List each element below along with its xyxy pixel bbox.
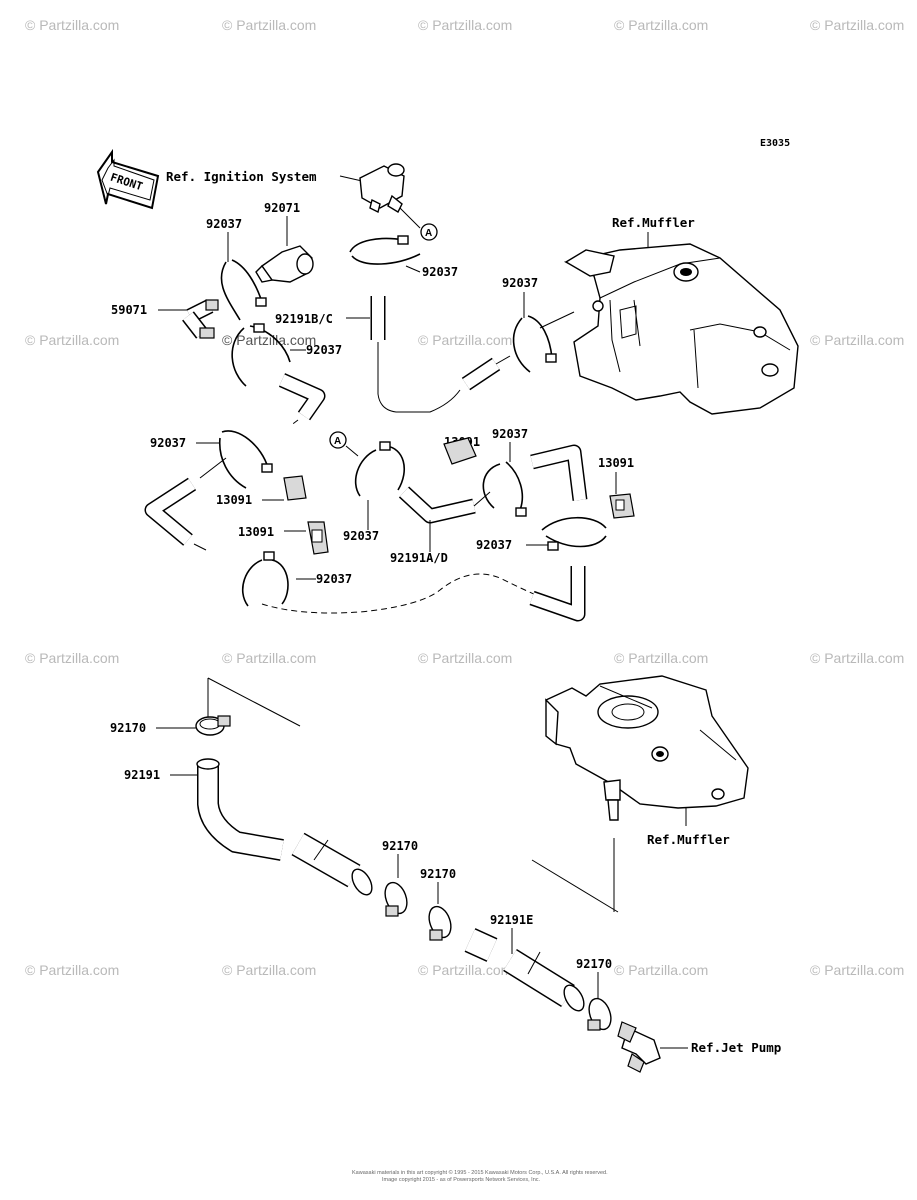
callout-a-marker (420, 223, 438, 241)
watermark-layer: © Partzilla.com © Partzilla.com © Partzi… (25, 17, 904, 978)
part-label-59071: 59071 (111, 303, 147, 317)
elbow-fitting-59071 (182, 299, 219, 339)
part-label-92071: 92071 (264, 201, 300, 215)
part-label-13091: 13091 (216, 493, 252, 507)
copyright-text-2: Image copyright 2015 - as of Powersports… (382, 1177, 541, 1183)
part-label-92191e: 92191E (490, 913, 533, 927)
part-label-92037: 92037 (206, 217, 242, 231)
part-label-92037: 92037 (492, 427, 528, 441)
watermark: © Partzilla.com (222, 962, 316, 978)
part-label-92170: 92170 (382, 839, 418, 853)
part-label-92191b-c: 92191B/C (275, 312, 333, 326)
watermark: © Partzilla.com (810, 650, 904, 666)
callout-a-marker (329, 431, 347, 449)
cable-tie (219, 430, 273, 489)
muffler-bottom (545, 675, 749, 821)
cable-tie (354, 441, 406, 497)
part-label-13091: 13091 (598, 456, 634, 470)
hose-clamp-92170 (428, 905, 452, 941)
watermark: © Partzilla.com (418, 650, 512, 666)
watermark: © Partzilla.com (25, 650, 119, 666)
watermark: © Partzilla.com (418, 332, 512, 348)
hose-clamp-92170 (587, 997, 612, 1031)
part-label-92170: 92170 (576, 957, 612, 971)
ref-ignition-system: Ref. Ignition System (166, 169, 317, 184)
callout-a-label: A (425, 228, 432, 239)
hose-92191 (196, 758, 284, 861)
watermark: © Partzilla.com (810, 962, 904, 978)
cable-tie (482, 461, 527, 517)
watermark: © Partzilla.com (810, 17, 904, 33)
check-valve-92071 (255, 245, 314, 283)
ref-muffler-top: Ref.Muffler (612, 215, 695, 230)
watermark: © Partzilla.com (810, 332, 904, 348)
front-arrow-icon: FRONT (96, 148, 160, 210)
grommet-13091 (307, 521, 329, 555)
hose-elbow (278, 373, 326, 421)
hose-elbow (529, 566, 586, 622)
watermark: © Partzilla.com (222, 650, 316, 666)
hose-clamp-92170 (384, 881, 408, 917)
grommet-13091 (283, 475, 307, 501)
muffler-top (563, 243, 799, 415)
part-label-92170: 92170 (420, 867, 456, 881)
part-label-92170: 92170 (110, 721, 146, 735)
watermark: © Partzilla.com (418, 17, 512, 33)
watermark: © Partzilla.com (222, 17, 316, 33)
cable-tie (231, 323, 291, 387)
callout-a-label: A (334, 436, 341, 447)
ref-muffler-bottom: Ref.Muffler (647, 832, 730, 847)
cable-tie (220, 259, 267, 321)
jet-pump-fitting (617, 1021, 661, 1073)
part-label-92191a-d: 92191A/D (390, 551, 448, 565)
cable-tie (242, 551, 289, 607)
ignition-fitting (359, 163, 405, 214)
diagram-code: E3035 (760, 138, 790, 149)
hose-elbow (530, 444, 588, 501)
watermark: © Partzilla.com (614, 962, 708, 978)
hose-segment (461, 357, 501, 391)
part-label-92037: 92037 (502, 276, 538, 290)
watermark: © Partzilla.com (418, 962, 512, 978)
hose-92191a-d (398, 486, 476, 524)
part-label-92037: 92037 (306, 343, 342, 357)
watermark: © Partzilla.com (614, 17, 708, 33)
hose-clamp-92170 (195, 715, 231, 736)
cable-tie (512, 315, 557, 373)
hose-92191e (464, 928, 585, 1012)
hose-segment (291, 832, 373, 896)
copyright-text: Kawasaki materials in this art copyright… (352, 1169, 608, 1176)
part-label-92037: 92037 (150, 436, 186, 450)
part-label-92037: 92037 (316, 572, 352, 586)
part-label-92037: 92037 (343, 529, 379, 543)
part-label-92191: 92191 (124, 768, 160, 782)
grommet-13091 (443, 437, 477, 465)
hose-left (144, 477, 197, 546)
cable-tie (541, 517, 607, 551)
watermark: © Partzilla.com (614, 650, 708, 666)
part-label-92037: 92037 (476, 538, 512, 552)
part-label-92037: 92037 (422, 265, 458, 279)
watermark: © Partzilla.com (25, 332, 119, 348)
watermark: © Partzilla.com (25, 962, 119, 978)
watermark: © Partzilla.com (25, 17, 119, 33)
watermark: © Partzilla.com (222, 332, 316, 348)
part-label-13091: 13091 (238, 525, 274, 539)
ref-jet-pump: Ref.Jet Pump (691, 1040, 781, 1055)
cable-tie (349, 235, 421, 265)
grommet-13091 (609, 493, 635, 519)
